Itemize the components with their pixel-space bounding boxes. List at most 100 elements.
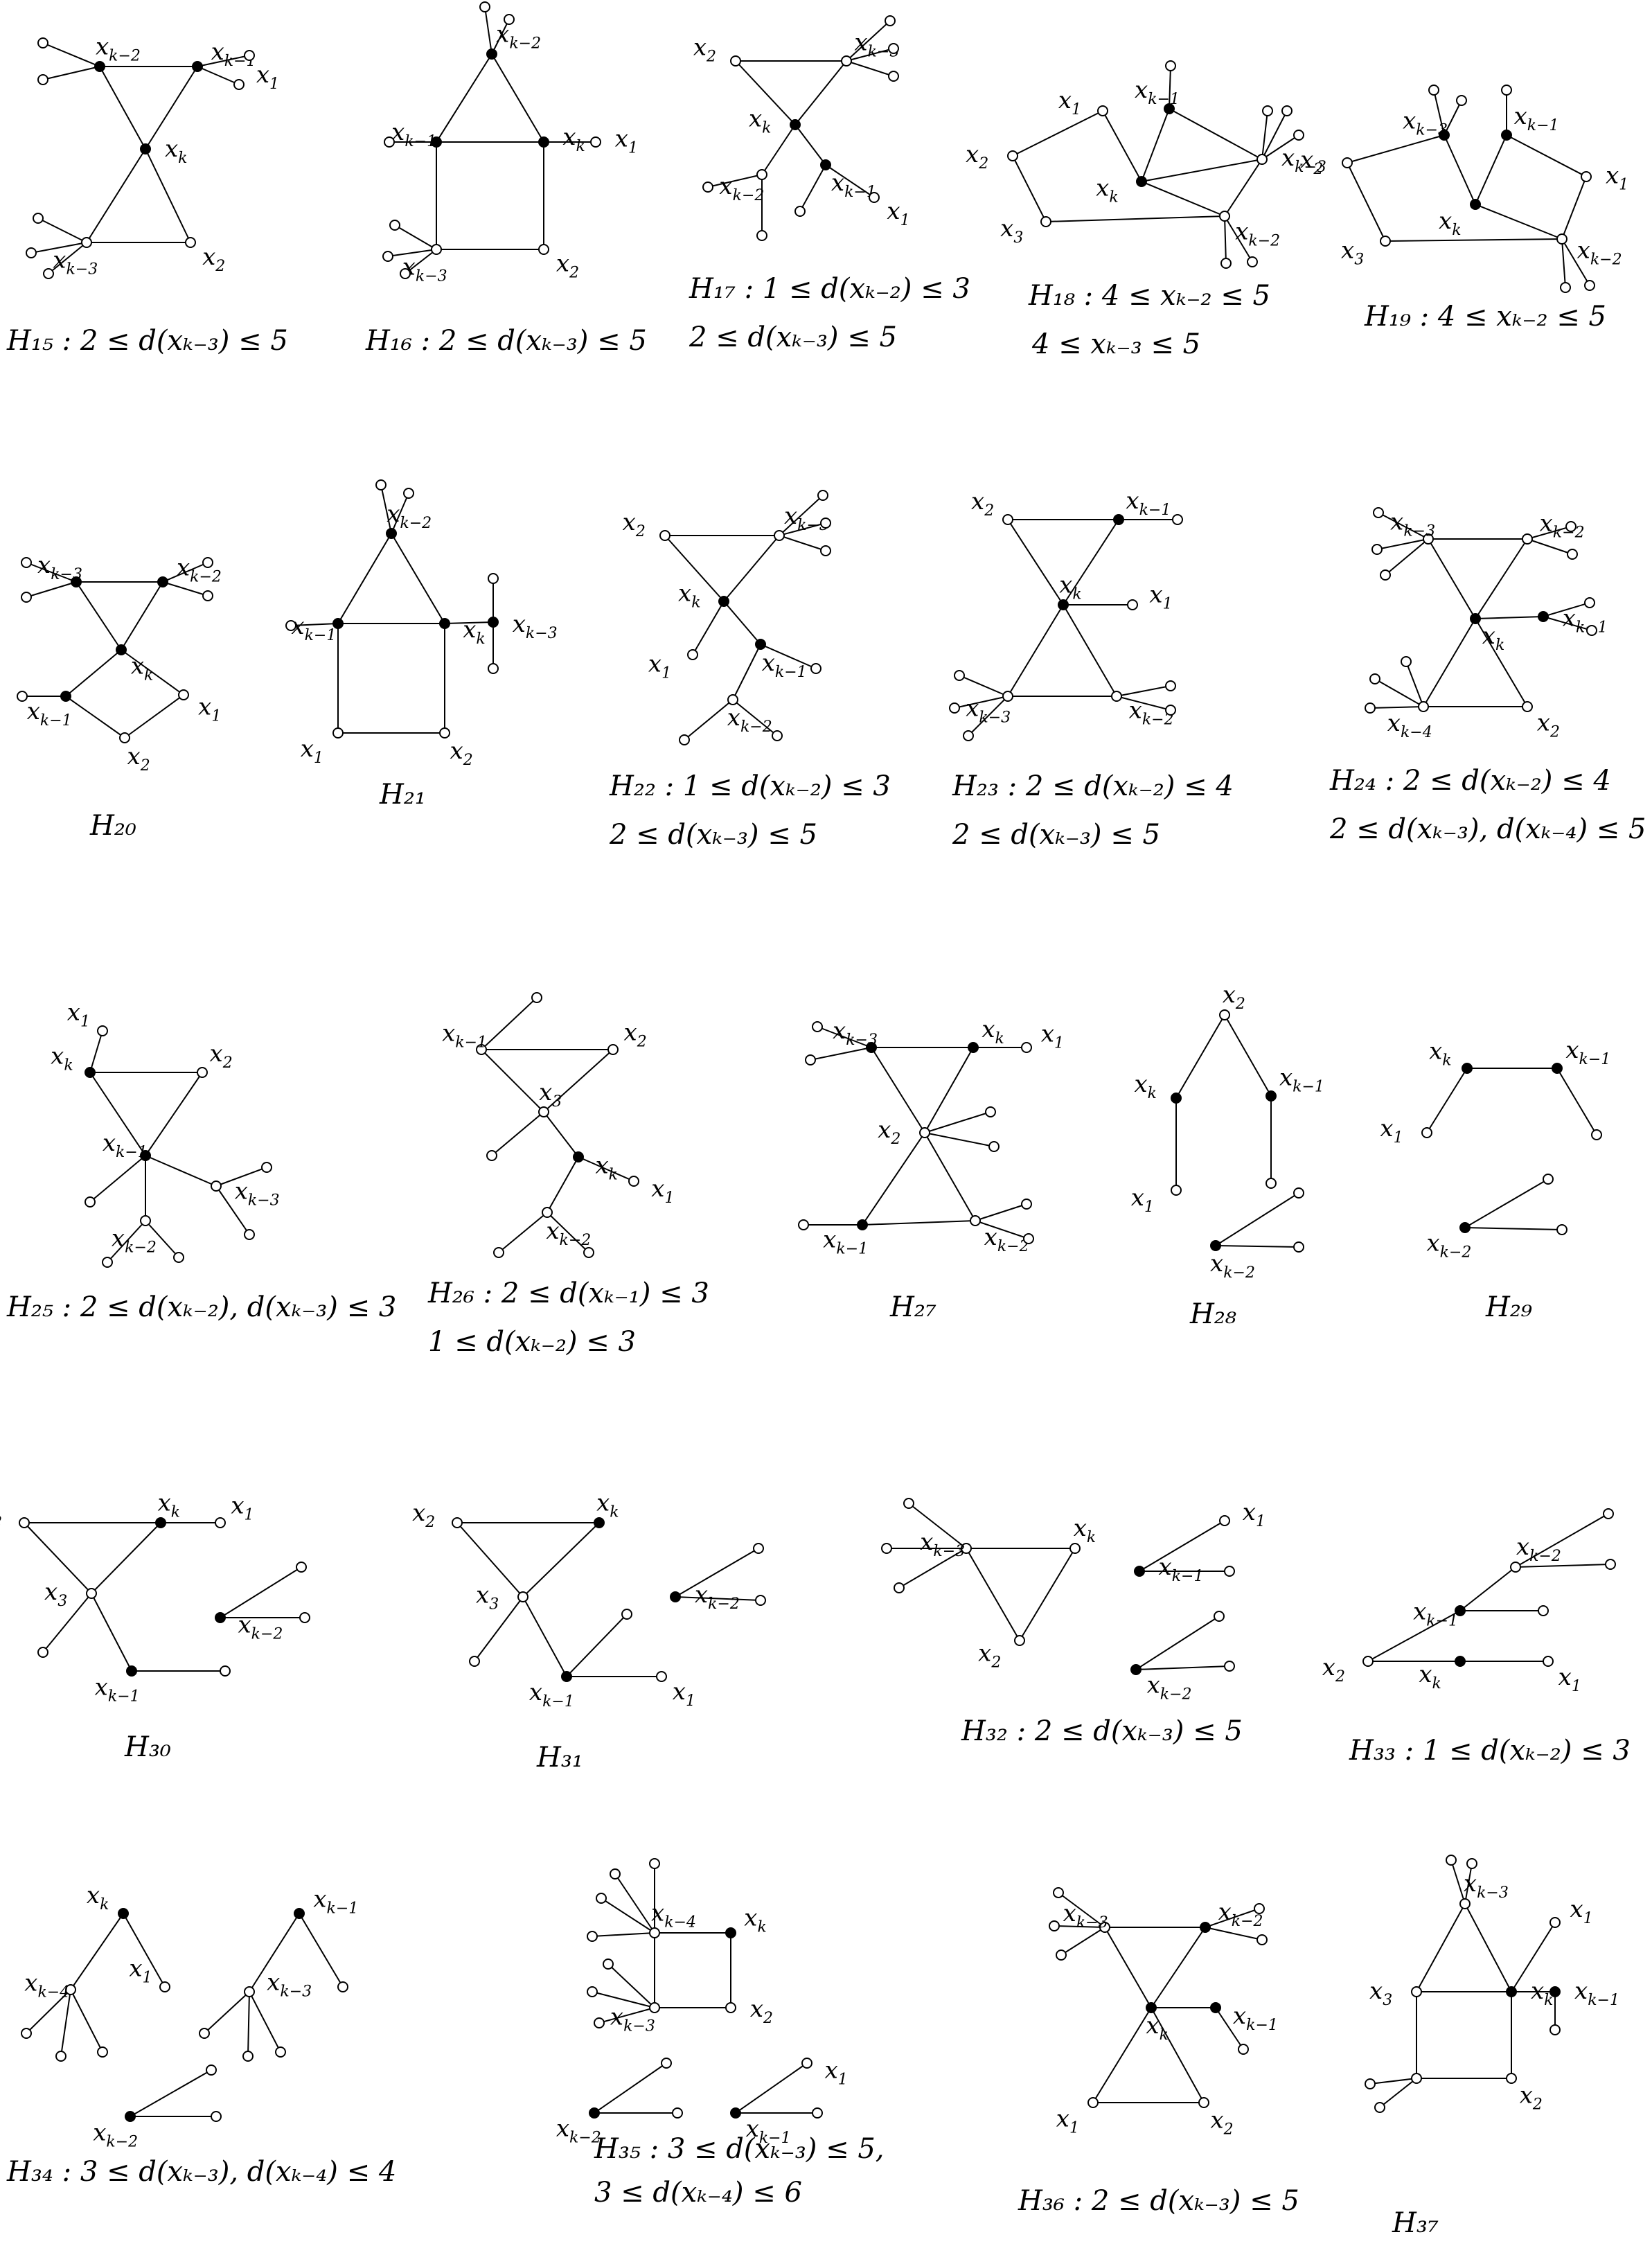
edge-xk2-xk2a (1224, 215, 1227, 264)
vertex-e (542, 1207, 553, 1218)
vertex-xk3b (587, 1986, 598, 1997)
vertex-f (727, 694, 738, 705)
vertex-label-c: xk (165, 135, 188, 167)
edge-d-d1 (1405, 661, 1424, 707)
vertex-label-d: xk−1 (529, 1679, 574, 1710)
edge-e-e1 (799, 164, 826, 212)
vertex-label-xk2: xk−2 (1235, 218, 1280, 249)
edge-d-d1 (707, 174, 763, 188)
vertex-e1 (1165, 680, 1176, 691)
edge-xk1-xk1a (735, 2062, 808, 2114)
vertex-label-b: xk−2 (177, 554, 222, 585)
vertex-label-c: xk (749, 105, 772, 137)
vertex-b1 (885, 15, 896, 26)
edge-d-d1 (37, 218, 87, 243)
edge-c-d (1007, 604, 1064, 697)
vertex-label-b: xk (1134, 1070, 1157, 1102)
caption-H18-0: H₁₈ : 4 ≤ xₖ₋₂ ≤ 5 (1028, 280, 1270, 312)
vertex-label-d: xk−3 (966, 695, 1011, 727)
vertex-e (1506, 2073, 1517, 2084)
vertex-label-x1: x1 (1606, 161, 1628, 193)
vertex-e (439, 727, 450, 739)
edge-xk1-xk3 (145, 1155, 217, 1187)
vertex-label-a: xk−3 (920, 1528, 965, 1560)
edge-b-b2 (197, 66, 240, 85)
edge-c-d (1092, 2007, 1152, 2103)
vertex-label-b: xk−1 (291, 612, 336, 644)
edge-xk-xk1 (89, 1072, 146, 1156)
vertex-x2 (197, 1067, 208, 1078)
vertex-label-xk: xk (744, 1904, 767, 1936)
vertex-e (538, 244, 549, 255)
vertex-e1 (1021, 1199, 1032, 1210)
vertex-b2 (888, 43, 899, 54)
edge-a-a3 (1060, 1927, 1105, 1956)
edge-f-f2 (1543, 616, 1592, 631)
edge-c-c1 (924, 1111, 991, 1133)
vertex-e2 (299, 1612, 310, 1623)
vertex-label-f: xk−1 (1563, 604, 1608, 636)
edge-xk-xk4 (70, 1913, 124, 1990)
edge-b-b2 (846, 48, 894, 62)
vertex-x3 (1380, 236, 1391, 247)
vertex-label-e: x2 (450, 737, 473, 769)
vertex-a (19, 1517, 30, 1528)
vertex-b (332, 618, 344, 629)
vertex-label-xk2: xk−2 (93, 2119, 138, 2150)
vertex-e1 (1214, 1611, 1225, 1622)
vertex-label-a: xk−2 (387, 500, 432, 532)
edge-c-e (723, 601, 761, 645)
edge-xk3-xk3b (1444, 100, 1462, 136)
vertex-d (1002, 691, 1013, 702)
vertex-xk3b (244, 1229, 255, 1240)
vertex-xk1a (1501, 85, 1512, 96)
caption-H31-0: H₃₁ (536, 1742, 583, 1774)
vertex-f (488, 617, 499, 628)
vertex-label-a: x2 (0, 1500, 2, 1532)
vertex-label-d2: x1 (673, 1678, 695, 1710)
vertex-label-xk1: xk−1 (1413, 1598, 1458, 1629)
edge-b-c (924, 1047, 974, 1133)
vertex-b1 (1172, 514, 1183, 525)
edge-a-a3 (898, 1548, 967, 1589)
vertex-label-e: xk−2 (984, 1223, 1029, 1255)
vertex-b (1069, 1543, 1081, 1554)
edge-x2-x3 (1347, 162, 1386, 242)
vertex-xk2 (1219, 211, 1230, 222)
vertex-f (1210, 2002, 1221, 2013)
edge-xk-x1 (123, 1913, 166, 1988)
vertex-xk2b (1247, 256, 1258, 267)
edge-c-c1 (474, 1596, 524, 1662)
vertex-label-a: xk (1429, 1037, 1452, 1069)
edge-x2-xk1 (145, 1072, 203, 1156)
vertex-label-x3: x3 (1341, 236, 1364, 268)
vertex-label-b1: x1 (1041, 1020, 1064, 1052)
vertex-label-d: x1 (648, 650, 671, 682)
edge-b-b1 (1527, 526, 1572, 540)
vertex-e (1265, 1178, 1277, 1189)
vertex-c (439, 618, 450, 629)
edge-b-b1 (846, 20, 891, 62)
vertex-label-a: x2 (623, 509, 646, 540)
edge-d-d2 (387, 249, 437, 257)
vertex-label-f: xk−3 (513, 610, 558, 642)
edge-a-a1 (1378, 512, 1429, 540)
vertex-d1 (1219, 1515, 1230, 1526)
vertex-label-e: x2 (1520, 2081, 1543, 2113)
edge-a-a1 (1058, 1892, 1105, 1928)
edge-xk-xk1 (1475, 134, 1507, 205)
vertex-xk4 (649, 1927, 660, 1938)
caption-H18-1: 4 ≤ xₖ₋₃ ≤ 5 (1031, 328, 1200, 360)
vertex-label-xk3: xk−3 (610, 2003, 655, 2035)
vertex-xk1 (140, 1150, 151, 1161)
vertex-label-a: xk−2 (96, 33, 141, 65)
edge-e-e1 (760, 644, 817, 669)
vertex-a1 (1373, 507, 1384, 518)
edge-a-c (481, 1049, 544, 1113)
edge-xk3-xk3a (607, 1963, 655, 2008)
